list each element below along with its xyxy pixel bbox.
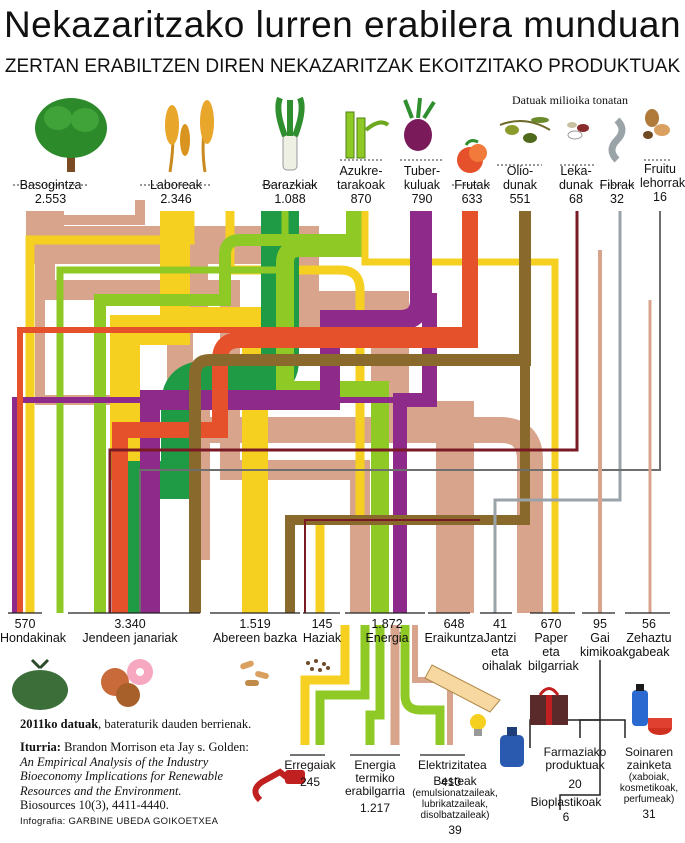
flow-laboreak-bazka <box>162 211 268 613</box>
flow-leka-janariak <box>108 211 579 613</box>
seeds-icon <box>306 659 330 672</box>
flow-energia-termiko <box>365 625 385 745</box>
flow-energia-erregaiak-green <box>315 625 370 745</box>
flow-azukre-bazka <box>361 211 559 613</box>
flow-fibrak-jantzi <box>493 211 622 613</box>
page-title: Nekazaritzako lurren erabilera munduan <box>3 4 682 45</box>
gas-pump-icon <box>252 768 305 803</box>
flow-frutak-hondakinak <box>17 211 468 613</box>
donuts-icon <box>101 659 153 707</box>
source-brackets <box>13 159 672 186</box>
flow-azukre-janariak <box>94 211 361 613</box>
flow-fruitu-janariak <box>139 211 661 613</box>
units-note: Datuak milioika tonatan <box>512 93 628 107</box>
tree-icon <box>35 98 107 172</box>
olive-icon <box>499 117 551 143</box>
beans-icon <box>567 122 589 140</box>
flow-misc-haziak <box>304 519 480 613</box>
cosmetics-icon <box>632 684 672 735</box>
trash-bag-icon <box>12 658 68 710</box>
flow-tuber-bazka <box>393 211 437 613</box>
flow-frutak-janariak <box>112 211 478 613</box>
flow-olio-janariak <box>189 211 531 613</box>
leek-icon <box>275 96 305 171</box>
flow-laboreak-janariak2 <box>25 211 195 613</box>
chem-besteak: Besteak (emulsionatzaileak, lubrikatzail… <box>412 774 498 837</box>
plank-icon <box>424 664 501 713</box>
orange-icon <box>457 139 487 173</box>
beet-icon <box>403 97 436 151</box>
data-year-note: 2011ko datuak, bateraturik dauden berrie… <box>20 717 252 731</box>
bottle-icon <box>500 727 524 767</box>
source-note: Iturria: Brandon Morrison eta Jay s. Gol… <box>20 740 249 812</box>
flow-azukre-energia <box>276 211 389 613</box>
lightbulb-icon <box>470 714 486 736</box>
chem-soinaren-zainketa: Soinaren zainketa (xaboiak, kosmetikoak,… <box>619 745 679 821</box>
fiber-icon <box>608 117 626 163</box>
flow-laboreak-energia <box>225 211 365 613</box>
gift-box-icon <box>530 687 568 725</box>
feed-pellets-icon <box>240 660 269 686</box>
flow-energia-elektrizitatea <box>400 625 445 745</box>
wheat-icon <box>165 100 214 173</box>
credit: Infografia: GARBINE UBEDA GOIKOETXEA <box>20 816 219 827</box>
sugarcane-icon <box>345 111 390 159</box>
page-subtitle: ZERTAN ERABILTZEN DIREN NEKAZARITZAK EKO… <box>4 56 681 77</box>
nuts-icon <box>643 109 670 139</box>
flow-energia-erregaiak <box>300 625 350 745</box>
